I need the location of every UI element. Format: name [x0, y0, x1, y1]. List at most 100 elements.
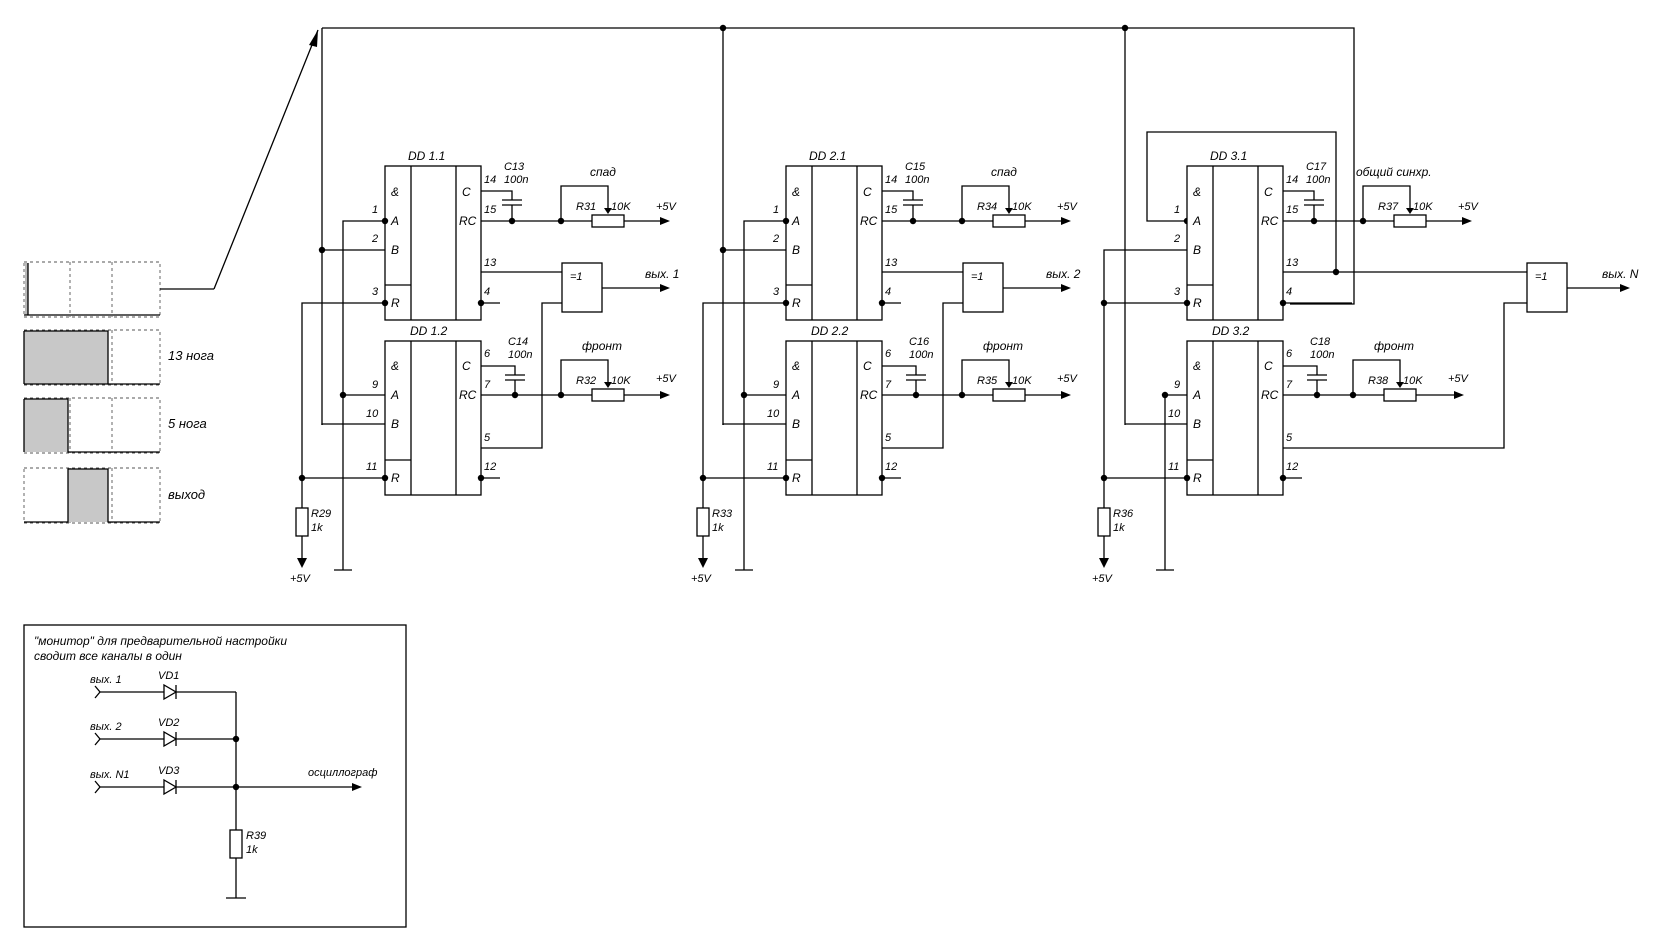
- pin-label-a: A: [1192, 214, 1201, 228]
- pin-number: 6: [885, 348, 892, 360]
- monitor-resistor-label: R39: [246, 830, 266, 842]
- trigger-waveform: [24, 29, 319, 316]
- pot-bottom-label: R32: [576, 375, 596, 387]
- cap-bottom-label: C18: [1310, 336, 1331, 348]
- pin-label-c: C: [462, 185, 471, 199]
- pin-label-b: B: [391, 417, 399, 431]
- monitor-diode-1: VD1: [158, 670, 179, 682]
- pin-label-rc: RC: [860, 388, 878, 402]
- pot-bottom-label: R35: [977, 375, 998, 387]
- chip-bottom-label: DD 1.2: [410, 324, 448, 338]
- pulldown-label: R29: [311, 508, 331, 520]
- supply-label: +5V: [1057, 373, 1079, 385]
- pin-label-b: B: [1193, 417, 1201, 431]
- pot-top-label: R31: [576, 201, 596, 213]
- pin5-waveform: [23, 398, 160, 453]
- timing-grid: [23, 261, 161, 524]
- pot-value: 10K: [1403, 375, 1423, 387]
- chip-bottom: [384, 340, 482, 496]
- monitor-resistor-value: 1k: [246, 844, 258, 856]
- pin-number: 14: [885, 174, 897, 186]
- timing-label-pin5: 5 нога: [168, 416, 207, 431]
- pin-label-c: C: [1264, 359, 1273, 373]
- pot-value: 10K: [611, 201, 631, 213]
- cap-value: 100n: [909, 349, 933, 361]
- chip-top-label: DD 1.1: [408, 149, 445, 163]
- pin-label-and: &: [1193, 359, 1201, 373]
- pin-number: 13: [1286, 257, 1299, 269]
- pin-label-r: R: [1193, 471, 1202, 485]
- monitor-title-line1: "монитор" для предварительной настройки: [34, 634, 287, 648]
- chip-top-label: DD 2.1: [809, 149, 846, 163]
- pin-number: 4: [484, 286, 490, 298]
- cap-value: 100n: [905, 174, 929, 186]
- pot-value: 10K: [1413, 201, 1433, 213]
- pin-number: 2: [371, 233, 378, 245]
- pin-label-r: R: [391, 471, 400, 485]
- pin-number: 2: [772, 233, 779, 245]
- pin-number: 7: [484, 379, 491, 391]
- output-label: вых. N: [1602, 267, 1639, 281]
- cap-bottom-label: C14: [508, 336, 528, 348]
- pin-number: 4: [1286, 286, 1292, 298]
- pin-label-r: R: [391, 296, 400, 310]
- pin-label-and: &: [1193, 185, 1201, 199]
- pulldown-label: R33: [712, 508, 733, 520]
- pin-number: 10: [767, 408, 780, 420]
- supply-label: +5V: [656, 373, 678, 385]
- pin-number: 9: [773, 379, 779, 391]
- xor-label: =1: [971, 271, 984, 283]
- pin-number: 15: [484, 204, 497, 216]
- pin-label-rc: RC: [1261, 388, 1279, 402]
- pin-number: 11: [1168, 461, 1179, 473]
- pulldown-label: R36: [1113, 508, 1134, 520]
- pin-label-rc: RC: [459, 388, 477, 402]
- pot-top-label: R37: [1378, 201, 1399, 213]
- pin-label-rc: RC: [860, 214, 878, 228]
- pin13-waveform: [23, 330, 160, 385]
- cap-top-label: C13: [504, 161, 525, 173]
- pin-number: 12: [484, 461, 496, 473]
- supply-label: +5V: [1092, 573, 1114, 585]
- pin-number: 13: [484, 257, 497, 269]
- pin-label-rc: RC: [459, 214, 477, 228]
- pin-label-b: B: [792, 417, 800, 431]
- pin-label-a: A: [791, 214, 800, 228]
- pot-bottom-function: фронт: [1374, 339, 1414, 353]
- timing-label-pin13: 13 нога: [168, 348, 214, 363]
- pin-number: 11: [767, 461, 778, 473]
- pin-label-a: A: [390, 214, 399, 228]
- pin-number: 10: [1168, 408, 1181, 420]
- pin-label-b: B: [391, 243, 399, 257]
- pin-number: 10: [366, 408, 379, 420]
- xor-gate: [962, 262, 1004, 313]
- pin-number: 6: [484, 348, 491, 360]
- supply-label: +5V: [656, 201, 678, 213]
- pot-top-function: спад: [590, 165, 616, 179]
- monitor-block: "монитор" для предварительной настройки …: [23, 624, 407, 928]
- pin-number: 1: [773, 204, 779, 216]
- pin-number: 3: [773, 286, 780, 298]
- pin-number: 14: [1286, 174, 1298, 186]
- chip-top-label: DD 3.1: [1210, 149, 1247, 163]
- pin-label-r: R: [792, 471, 801, 485]
- pin-number: 3: [372, 286, 379, 298]
- pin-number: 3: [1174, 286, 1181, 298]
- pin-number: 11: [366, 461, 377, 473]
- pin-label-b: B: [1193, 243, 1201, 257]
- pin-label-and: &: [792, 185, 800, 199]
- pin-number: 9: [1174, 379, 1180, 391]
- pin-label-c: C: [863, 359, 872, 373]
- chip-bottom: [1186, 340, 1284, 496]
- pin-number: 7: [885, 379, 892, 391]
- pot-bottom-label: R38: [1368, 375, 1389, 387]
- pin-number: 4: [885, 286, 891, 298]
- xor-label: =1: [570, 271, 583, 283]
- supply-label: +5V: [290, 573, 312, 585]
- pin-number: 7: [1286, 379, 1293, 391]
- pin-number: 5: [1286, 432, 1293, 444]
- pin-number: 2: [1173, 233, 1180, 245]
- cap-top-label: C15: [905, 161, 926, 173]
- chip-top: [785, 165, 883, 321]
